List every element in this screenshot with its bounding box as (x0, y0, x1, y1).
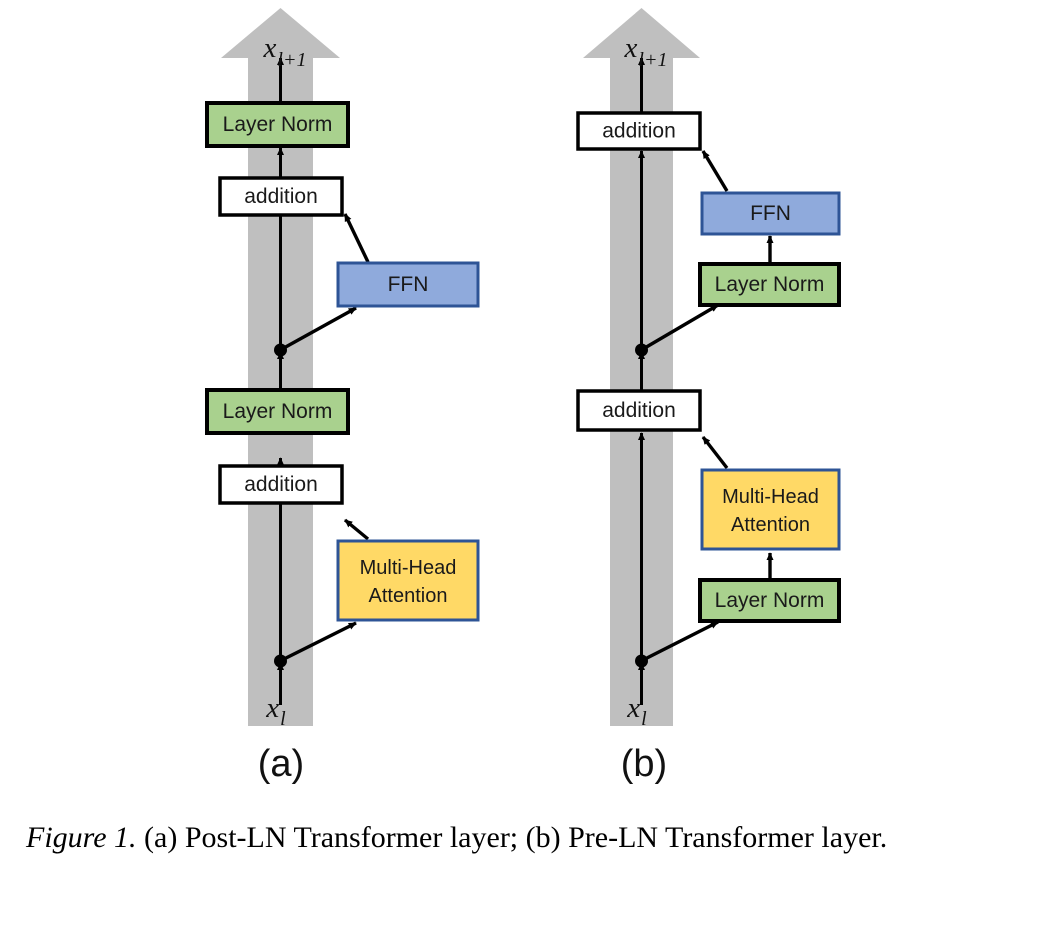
arrow-a-branch-to-attention (281, 621, 357, 662)
block-b-layer-norm-ffn[interactable]: Layer Norm (698, 262, 841, 307)
panel-label-b: (b) (621, 743, 667, 785)
arrow-b-attention-to-addition (701, 435, 729, 470)
block-a-layer-norm-top-label: Layer Norm (223, 113, 333, 136)
block-a-ffn[interactable]: FFN (336, 261, 480, 308)
arrow-a-branch-to-ffn (281, 306, 357, 351)
block-a-multi-head-attention-label-line2: Attention (369, 585, 448, 607)
arrow-b-branch-to-layernorm-attn (642, 620, 719, 662)
block-a-layer-norm-bottom[interactable]: Layer Norm (205, 388, 350, 435)
block-b-layer-norm-attn[interactable]: Layer Norm (698, 578, 841, 623)
branch-dot-b-attention (635, 654, 648, 668)
block-b-ffn-label: FFN (750, 202, 791, 225)
arrow-a-ffn-to-addition (343, 213, 370, 263)
label-b-input-var: xl (626, 692, 647, 730)
block-b-layer-norm-attn-label: Layer Norm (715, 589, 825, 612)
arrow-b-ffn-to-addition (701, 150, 729, 192)
block-a-addition-bottom-label: addition (244, 473, 318, 496)
block-a-multi-head-attention[interactable]: Multi-Head Attention (336, 539, 480, 622)
figure-caption-number: Figure 1. (26, 821, 137, 854)
block-b-multi-head-attention-label-line1: Multi-Head (722, 486, 819, 508)
label-b-output-var: xl+1 (624, 32, 668, 71)
transformer-layer-diagram: Layer Norm addition FFN Layer Norm addit… (205, 8, 841, 785)
branch-dot-a-attention (274, 654, 287, 668)
arrow-b-branch-to-layernorm-ffn (642, 303, 719, 351)
block-a-addition-top[interactable]: addition (218, 176, 344, 217)
block-a-layer-norm-bottom-label: Layer Norm (223, 400, 333, 423)
block-a-multi-head-attention-label-line1: Multi-Head (360, 557, 457, 579)
figure-caption-text: (a) Post-LN Transformer layer; (b) Pre-L… (136, 821, 888, 854)
block-a-addition-bottom[interactable]: addition (218, 464, 344, 505)
block-b-addition-top-label: addition (602, 120, 676, 143)
block-b-layer-norm-ffn-label: Layer Norm (715, 273, 825, 296)
block-b-multi-head-attention-label-line2: Attention (731, 514, 810, 536)
block-b-addition-bottom[interactable]: addition (576, 389, 702, 432)
figure-caption: Figure 1. (a) Post-LN Transformer layer;… (26, 818, 1026, 858)
block-b-ffn[interactable]: FFN (700, 191, 841, 236)
panel-label-a: (a) (258, 743, 304, 785)
block-b-addition-bottom-label: addition (602, 399, 676, 422)
block-b-addition-top[interactable]: addition (576, 111, 702, 151)
label-a-input-var: xl (265, 692, 286, 730)
label-a-output-var: xl+1 (263, 32, 307, 71)
block-b-multi-head-attention[interactable]: Multi-Head Attention (700, 468, 841, 551)
arrow-a-attention-to-addition (343, 518, 370, 541)
panel-a: Layer Norm addition FFN Layer Norm addit… (205, 8, 480, 785)
panel-b: addition FFN Layer Norm addition Multi-H… (576, 8, 841, 785)
block-a-layer-norm-top[interactable]: Layer Norm (205, 101, 350, 148)
block-a-ffn-label: FFN (388, 273, 429, 296)
block-a-addition-top-label: addition (244, 185, 318, 208)
